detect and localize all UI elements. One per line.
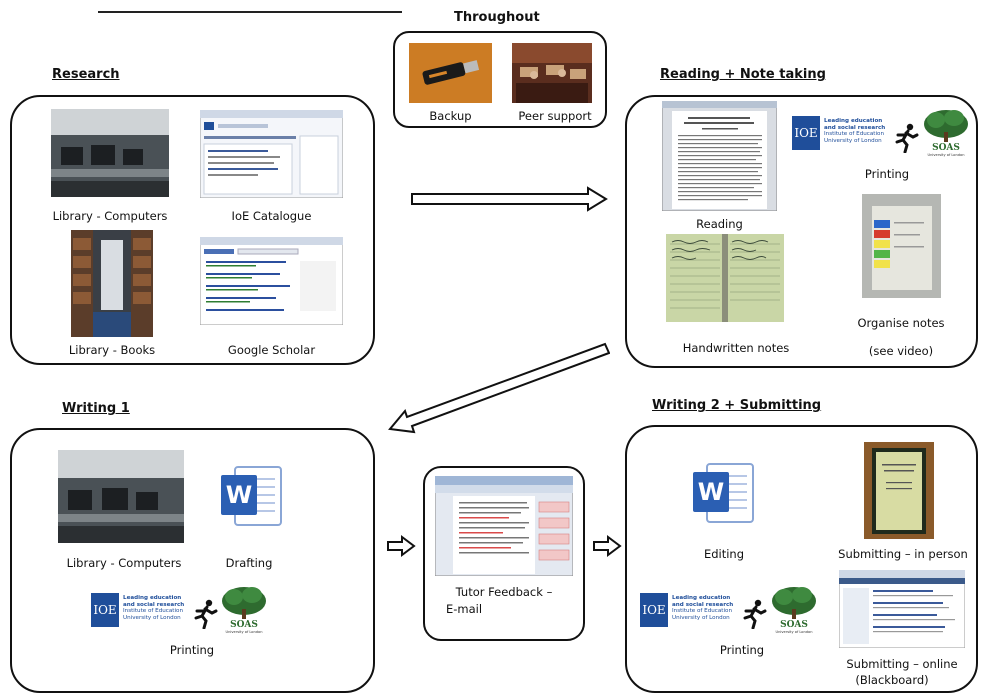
svg-text:IOE: IOE [794,126,817,140]
arrow-writing1-to-feedback [387,535,416,557]
arrow-feedback-to-writing2 [593,535,622,557]
tutor-feedback-label-1: Tutor Feedback – [455,585,553,599]
ioe-line-3: Institute of Education [123,608,184,615]
ioe-line-2: and social research [824,124,886,131]
ioe-logo: IOE Leading education and social researc… [792,116,897,150]
svg-text:University of London: University of London [225,630,262,634]
writing-library-computers-photo [58,450,184,543]
writing2-printing-label: Printing [719,643,765,657]
submitting-in-person-label: Submitting – in person [838,547,968,561]
svg-text:IOE: IOE [93,603,116,617]
usb-backup-photo [409,43,492,103]
submitting-in-person-photo [864,442,934,539]
library-computers-label: Library - Computers [52,209,168,223]
word-editing-icon: W [693,463,754,523]
svg-text:W: W [226,481,252,509]
writing2-title: Writing 2 + Submitting [652,398,822,413]
organise-notes-sub: (see video) [868,344,934,358]
tutor-feedback-label-2: E-mail [445,602,483,616]
library-books-label: Library - Books [68,343,156,357]
backup-label: Backup [429,109,472,123]
blackboard-screenshot [839,570,965,648]
svg-text:University of London: University of London [775,630,812,634]
ioe-logo: IOE Leading education and social researc… [91,593,196,627]
ioe-line-2: and social research [672,601,734,608]
svg-text:University of London: University of London [927,153,964,157]
writing1-printing-label: Printing [169,643,215,657]
svg-text:IOE: IOE [642,603,665,617]
ioe-line-2: and social research [123,601,185,608]
ioe-catalogue-label: IoE Catalogue [231,209,312,223]
soas-logo: SOAS University of London [924,110,968,157]
handwritten-notes-label: Handwritten notes [682,341,790,355]
peer-support-photo [512,43,592,103]
throughout-title: Throughout [454,10,540,25]
ioe-line-1: Leading education [123,595,182,601]
submitting-online-label-2: (Blackboard) [855,673,929,687]
reading-label: Reading [696,217,743,231]
organise-notes-label: Organise notes [857,316,945,330]
google-scholar-label: Google Scholar [227,343,316,357]
google-scholar-screenshot [200,237,343,325]
ioe-line-3: Institute of Education [672,608,733,615]
soas-logo: SOAS University of London [772,587,816,634]
handwritten-notes-photo [666,234,784,322]
ioe-line-4: University of London [123,614,181,621]
svg-text:W: W [698,478,724,506]
tutor-feedback-screenshot [435,476,573,576]
soas-logo: SOAS University of London [222,587,266,634]
svg-text:SOAS: SOAS [230,620,258,630]
reading-title: Reading + Note taking [660,67,826,82]
drafting-label: Drafting [225,556,273,570]
ioe-line-4: University of London [824,137,882,144]
submitting-online-label-1: Submitting – online [846,657,958,671]
reading-paper-screenshot [662,101,777,211]
running-person-icon [194,599,218,629]
ioe-logo: IOE Leading education and social researc… [640,593,745,627]
library-books-photo [71,230,153,337]
running-person-icon [895,123,919,153]
ioe-catalogue-screenshot [200,110,343,198]
arrow-reading-to-writing1 [388,342,610,434]
ioe-line-3: Institute of Education [824,131,885,138]
editing-label: Editing [703,547,745,561]
ioe-line-1: Leading education [824,118,883,124]
writing1-title: Writing 1 [62,401,130,416]
research-title: Research [52,67,120,82]
arrow-research-to-reading [411,186,608,212]
running-person-icon [743,599,767,629]
writing-library-computers-label: Library - Computers [66,556,182,570]
ioe-line-1: Leading education [672,595,731,601]
top-rule [98,11,402,13]
library-computers-photo [51,109,169,197]
ioe-line-4: University of London [672,614,730,621]
reading-printing-label: Printing [864,167,910,181]
word-drafting-icon: W [221,466,282,526]
svg-text:SOAS: SOAS [780,620,808,630]
organise-notes-photo [862,194,941,298]
peer-support-label: Peer support [518,109,592,123]
svg-text:SOAS: SOAS [932,143,960,153]
